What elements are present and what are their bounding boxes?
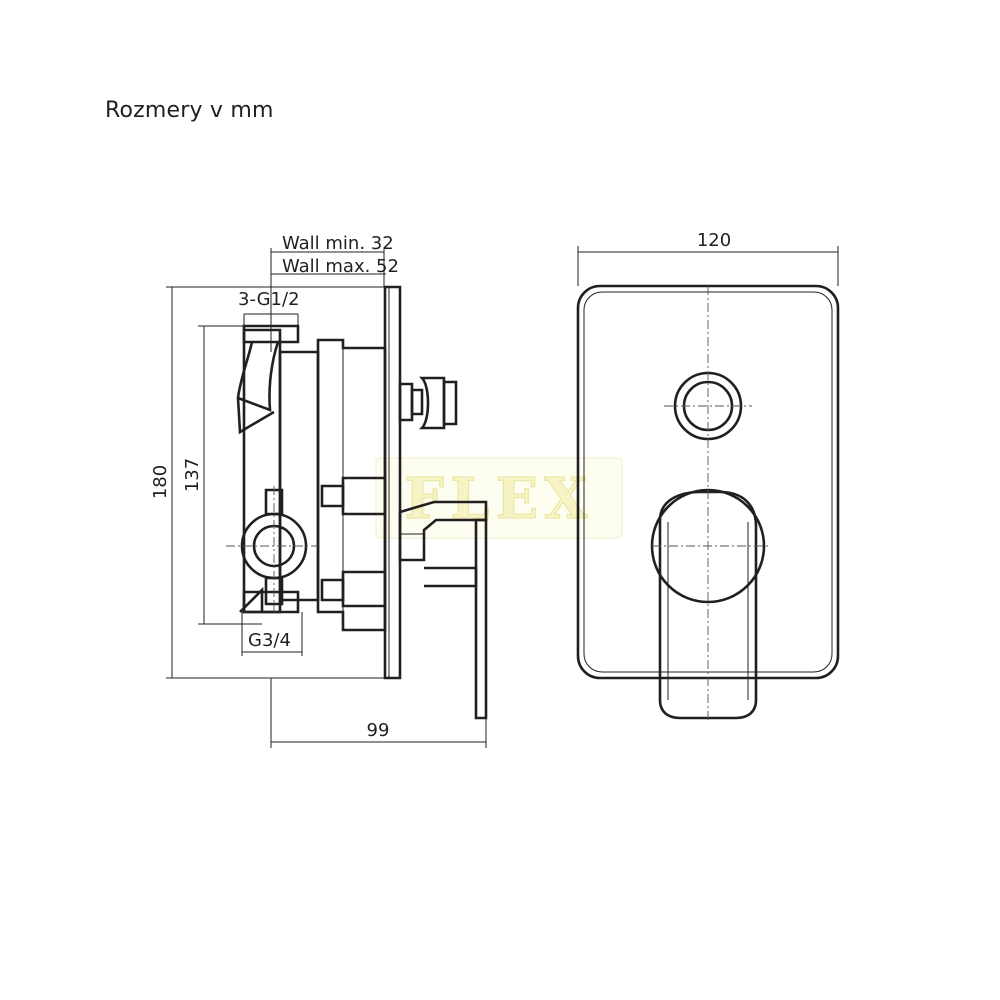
diverter-knob: [398, 376, 458, 430]
dim-inlet: G3/4: [241, 612, 303, 656]
dim-outlets: 3-G1/2: [238, 289, 300, 326]
mounting-flange: [316, 338, 387, 632]
dim-wall-depth: Wall min. 32 Wall max. 52: [270, 233, 399, 352]
lever-front: [658, 490, 758, 720]
dim-depth: 99: [270, 678, 487, 748]
dim-height-total: 180: [150, 286, 385, 679]
wall-max-label: Wall max. 52: [282, 256, 399, 277]
valve-cylinder: [242, 328, 282, 614]
width-label: 120: [697, 230, 731, 251]
dim-height-body: 137: [182, 325, 262, 625]
height-total-label: 180: [150, 465, 171, 499]
inlet-label: G3/4: [248, 630, 291, 651]
wall-min-label: Wall min. 32: [282, 233, 394, 254]
outlets-label: 3-G1/2: [238, 289, 300, 310]
page-title: Rozmery v mm: [105, 98, 274, 123]
depth-label: 99: [367, 720, 390, 741]
height-body-label: 137: [182, 458, 203, 492]
front-view: 120: [576, 230, 840, 720]
dim-width: 120: [577, 230, 839, 286]
watermark: FLEX: [375, 457, 623, 539]
side-view: Wall min. 32 Wall max. 52 3-G1/2 G3/4 18…: [150, 233, 488, 748]
